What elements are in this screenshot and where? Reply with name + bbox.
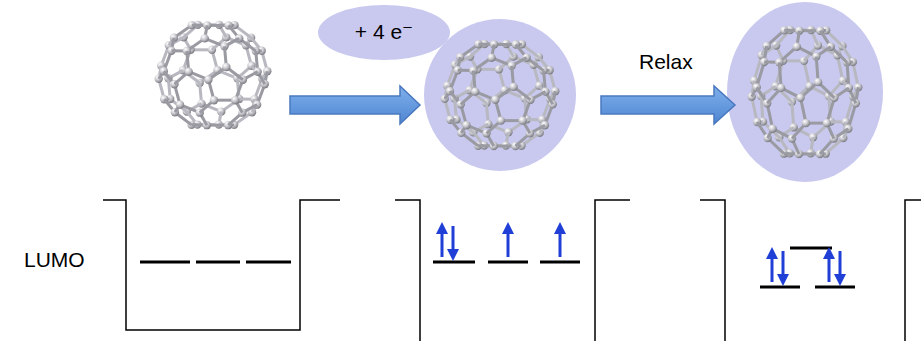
fullerene [155,21,272,130]
energy-level [488,261,528,264]
spin-up [441,228,444,257]
potential-well [103,200,340,330]
energy-level [540,261,580,264]
electron-ellipse: + 4 e⁻ [318,5,450,60]
spin-up [559,228,562,257]
energy-level [433,261,475,264]
fullerene [747,26,862,158]
carbon-atom [777,84,785,92]
carbon-atom [204,75,212,83]
spin-down [782,251,785,280]
electron-cloud [424,19,576,171]
energy-level [196,261,240,264]
carbon-atom [802,119,810,127]
node-text: + 4 e⁻ [355,20,413,44]
carbon-atom [519,116,527,124]
carbon-atom [222,63,230,71]
spin-down [839,251,842,280]
carbon-atom [471,87,479,95]
potential-well [395,200,420,341]
carbon-atom [184,67,192,75]
spin-down [452,226,455,255]
carbon-atom [768,124,776,132]
spin-up [771,253,774,282]
carbon-atom [814,78,822,86]
carbon-atom [823,119,831,127]
electron-cloud [727,2,883,182]
carbon-atom [509,83,517,91]
potential-well [700,200,725,341]
carbon-atom [462,121,470,129]
potential-well [595,200,630,341]
carbon-atom [210,96,218,104]
axis-label: LUMO [24,248,85,272]
potential-well [905,200,921,341]
carbon-atom [231,96,239,104]
spin-up [828,253,831,282]
energy-level [790,247,832,250]
carbon-atom [793,42,801,50]
energy-level [246,261,291,264]
process-arrow [290,86,420,124]
carbon-atom [201,34,209,42]
carbon-atom [796,94,804,102]
carbon-atom [487,53,495,61]
energy-level [815,286,855,289]
spin-up [507,228,510,257]
carbon-atom [497,116,505,124]
carbon-atom [491,96,499,104]
carbon-atom [176,100,184,108]
step-label: Relax [639,50,693,74]
energy-level [760,286,800,289]
fullerene [441,40,560,151]
process-arrow [601,86,735,124]
energy-level [140,261,190,264]
